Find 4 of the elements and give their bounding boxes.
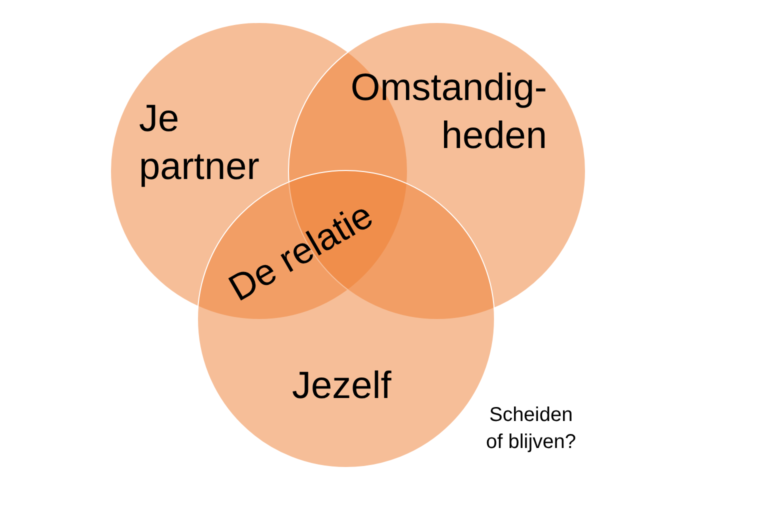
circle-label: Omstandig- heden — [350, 66, 547, 159]
circle-label: Je partner — [139, 97, 260, 190]
note-text: Scheiden of blijven? — [484, 403, 578, 455]
circle-label: Jezelf — [292, 364, 392, 409]
